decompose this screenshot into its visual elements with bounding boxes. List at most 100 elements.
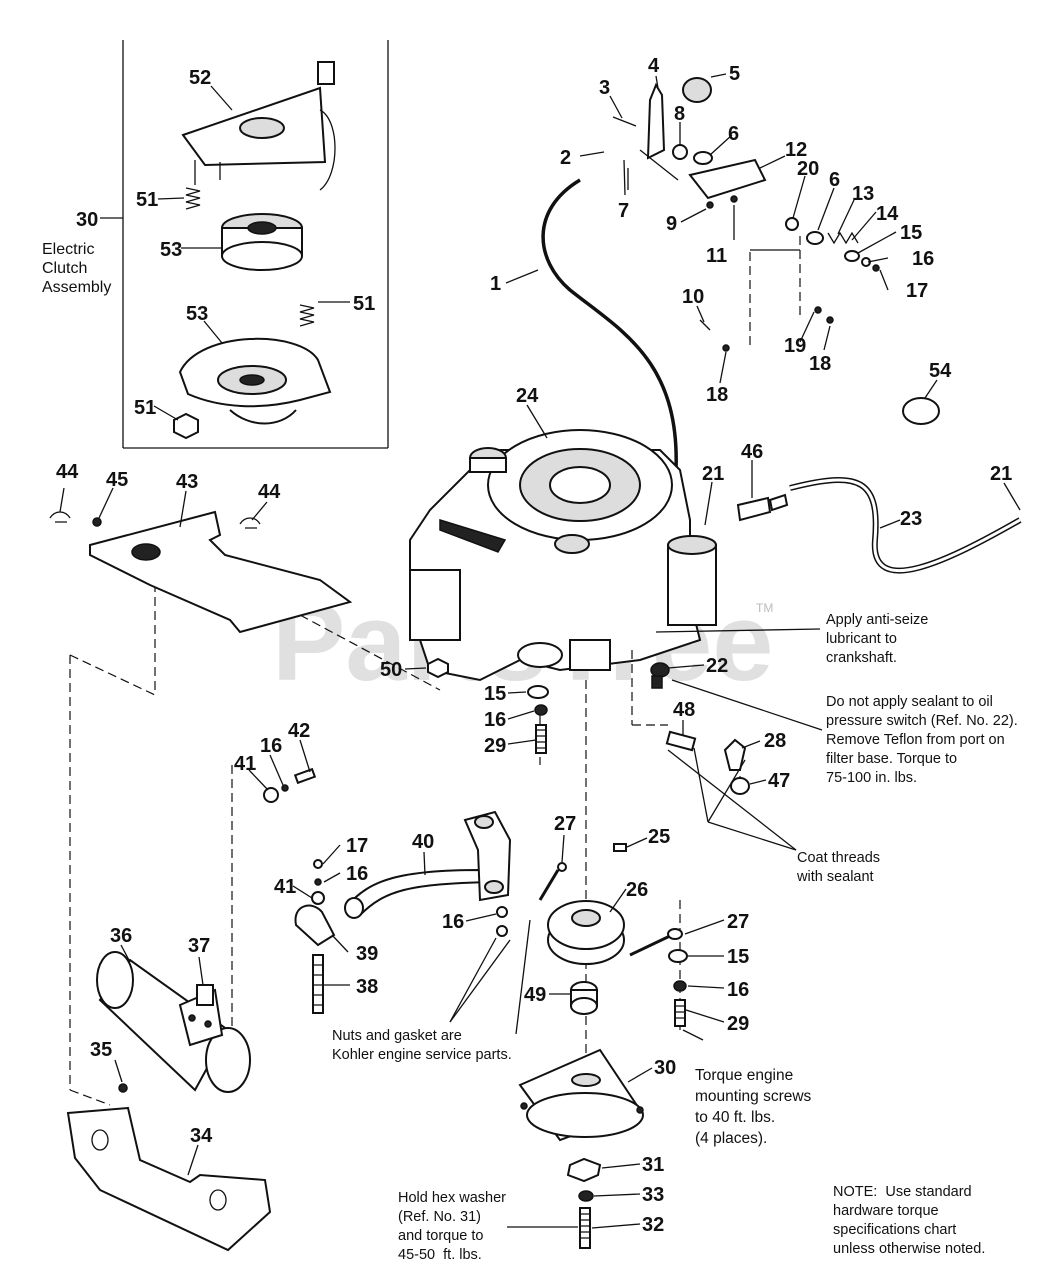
breather-fitting [736, 493, 789, 522]
callout-16: 16 [484, 709, 506, 731]
callout-16: 16 [727, 979, 749, 1001]
callout-49: 49 [524, 984, 546, 1006]
callout-20: 20 [797, 158, 819, 180]
callout-15: 15 [727, 946, 749, 968]
callout-36: 36 [110, 925, 132, 947]
callout-11: 11 [706, 245, 727, 267]
clutch-assembly-bracket [100, 40, 389, 449]
callout-43: 43 [176, 471, 198, 493]
callout-23: 23 [900, 508, 922, 530]
callout-37: 37 [188, 935, 210, 957]
alignment-lines [69, 555, 741, 1106]
callout-5: 5 [729, 63, 740, 85]
spacer [570, 981, 598, 1015]
note-anti-seize: Apply anti-seize lubricant to crankshaft… [826, 612, 929, 666]
callout-24: 24 [516, 385, 539, 407]
muffler-shield [66, 1106, 272, 1252]
lock-washer-right [673, 980, 687, 992]
washer [527, 685, 549, 699]
note-kohler-parts: Nuts and gasket are Kohler engine servic… [332, 1028, 512, 1063]
callout-34: 34 [190, 1125, 213, 1147]
callout-6: 6 [728, 123, 739, 145]
washer-right [668, 949, 688, 963]
leader-lines [59, 73, 1021, 1229]
heat-shield [49, 510, 353, 634]
callout-19: 19 [784, 335, 806, 357]
muffler-nut [118, 1083, 128, 1093]
hex-washer [566, 1157, 602, 1183]
callout-42: 42 [288, 720, 310, 742]
callout-15: 15 [900, 222, 922, 244]
clutch-spring [185, 187, 201, 210]
throttle-cable [541, 178, 678, 471]
callout-16: 16 [260, 735, 282, 757]
callout-12: 12 [785, 139, 807, 161]
callout-51: 51 [134, 397, 156, 419]
engine-cap [902, 397, 940, 425]
watermark-trademark: TM [756, 601, 773, 615]
callout-50: 50 [380, 659, 402, 681]
callout-31: 31 [642, 1154, 664, 1176]
callout-6: 6 [829, 169, 840, 191]
callout-18: 18 [706, 384, 728, 406]
exhaust-clamp [294, 859, 336, 947]
callout-46: 46 [741, 441, 763, 463]
assembly-label-line1: Electric [42, 241, 94, 258]
callout-51: 51 [353, 293, 375, 315]
callout-44: 44 [258, 481, 281, 503]
engine-block [409, 429, 717, 682]
callout-16: 16 [912, 248, 934, 270]
callout-28: 28 [764, 730, 786, 752]
assembly-label-line3: Assembly [42, 279, 111, 296]
assembly-label-line2: Clutch [42, 260, 87, 277]
callout-1: 1 [490, 273, 501, 295]
callout-21: 21 [702, 463, 724, 485]
callout-41: 41 [234, 753, 256, 775]
note-general: NOTE: Use standard hardware torque speci… [833, 1184, 986, 1257]
mounting-screw-right [674, 999, 686, 1027]
callout-10: 10 [682, 286, 704, 308]
callout-45: 45 [106, 469, 128, 491]
exhaust-pipe [344, 810, 512, 919]
lock-washer-bottom [578, 1190, 594, 1202]
callout-40: 40 [412, 831, 434, 853]
nut [427, 657, 449, 679]
exhaust-nuts [496, 906, 508, 937]
clutch-bolt [579, 1207, 591, 1249]
callout-22: 22 [706, 655, 728, 677]
callout-21: 21 [990, 463, 1012, 485]
callout-4: 4 [648, 55, 660, 77]
callout-30: 30 [654, 1057, 676, 1079]
clutch-nut [173, 412, 199, 440]
callout-29: 29 [727, 1013, 749, 1035]
callout-44: 44 [56, 461, 79, 483]
callout-18: 18 [809, 353, 831, 375]
callout-3: 3 [599, 77, 610, 99]
clutch-rotor [221, 213, 303, 271]
callout-13: 13 [852, 183, 874, 205]
callout-16: 16 [346, 863, 368, 885]
clutch-spring-2 [299, 304, 315, 327]
callout-32: 32 [642, 1214, 664, 1236]
mounting-screw [535, 724, 547, 754]
callout-9: 9 [666, 213, 677, 235]
callout-16: 16 [442, 911, 464, 933]
muffler-bracket-hardware [263, 767, 317, 803]
pipe-nipple [665, 730, 697, 752]
callout-15: 15 [484, 683, 506, 705]
muffler [96, 951, 251, 1093]
callout-54: 54 [929, 360, 952, 382]
callout-2: 2 [560, 147, 571, 169]
belt-guide-right [629, 928, 683, 957]
throttle-control-group [612, 77, 880, 352]
lock-washer [534, 704, 548, 716]
callout-47: 47 [768, 770, 790, 792]
callout-14: 14 [876, 203, 899, 225]
clamp-bolt [312, 954, 324, 1014]
callout-27: 27 [554, 813, 576, 835]
callout-30-assembly: 30 [76, 209, 98, 231]
callout-51: 51 [136, 189, 158, 211]
note-oil-pressure-switch: Do not apply sealant to oil pressure swi… [826, 694, 1018, 786]
callout-17: 17 [346, 835, 368, 857]
